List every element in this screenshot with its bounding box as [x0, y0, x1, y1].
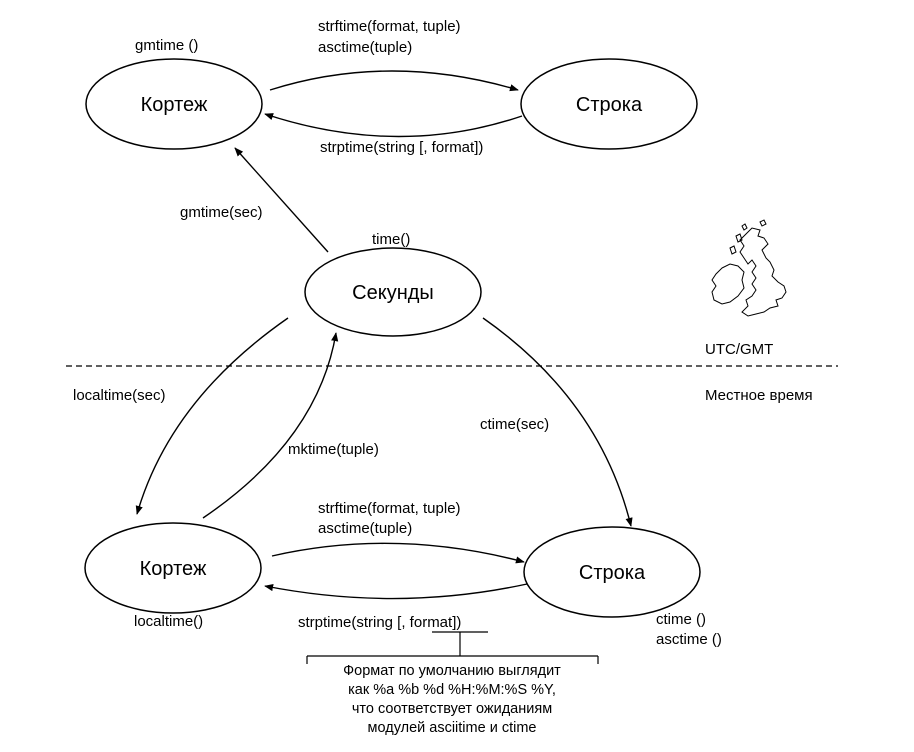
label-localtime-sec: localtime(sec): [73, 387, 166, 404]
node-utc-tuple: Кортеж: [85, 58, 263, 150]
arrow-utc-tuple-to-string: [269, 70, 519, 92]
arrow-utc-string-to-tuple: [264, 113, 523, 138]
format-callout-bracket: [306, 631, 599, 664]
label-gmtime-noarg: gmtime (): [135, 37, 198, 54]
note-line-3: что соответствует ожиданиям: [352, 701, 552, 717]
label-top-strptime: strptime(string [, format]): [320, 139, 483, 156]
label-local-time-zone: Местное время: [705, 387, 813, 404]
node-local-tuple: Кортеж: [84, 522, 262, 614]
label-bottom-strftime: strftime(format, tuple): [318, 500, 461, 517]
arrow-seconds-to-local-string: [482, 317, 633, 527]
node-local-string-label: Строка: [579, 562, 646, 584]
node-utc-string-label: Строка: [576, 94, 643, 116]
arrow-local-string-to-tuple: [264, 583, 528, 600]
default-format-note: Формат по умолчанию выглядит как %a %b %…: [343, 663, 561, 736]
node-local-string: Строка: [523, 526, 701, 618]
node-seconds-label: Секунды: [352, 282, 434, 304]
node-seconds: Секунды: [304, 247, 482, 337]
label-bottom-asctime: asctime(tuple): [318, 520, 412, 537]
label-top-asctime: asctime(tuple): [318, 39, 412, 56]
arrow-seconds-to-utc-tuple: [234, 147, 329, 253]
label-ctime-sec: ctime(sec): [480, 416, 549, 433]
label-ctime-noarg: ctime (): [656, 611, 706, 628]
label-asctime-noarg: asctime (): [656, 631, 722, 648]
note-line-4: модулей asciitime и ctime: [368, 720, 537, 736]
british-isles-map-icon: [711, 219, 787, 317]
arrow-local-tuple-to-string: [271, 542, 525, 564]
arrow-local-tuple-to-seconds: [202, 332, 339, 519]
label-utc-gmt: UTC/GMT: [705, 341, 773, 358]
label-localtime-noarg: localtime(): [134, 613, 203, 630]
node-local-tuple-label: Кортеж: [140, 558, 207, 580]
label-time-fn: time(): [372, 231, 410, 248]
node-utc-tuple-label: Кортеж: [141, 94, 208, 116]
node-utc-string: Строка: [520, 58, 698, 150]
label-bottom-strptime: strptime(string [, format]): [298, 614, 461, 631]
label-top-strftime: strftime(format, tuple): [318, 18, 461, 35]
note-line-2: как %a %b %d %H:%M:%S %Y,: [348, 682, 556, 698]
label-gmtime-sec: gmtime(sec): [180, 204, 263, 221]
arrow-seconds-to-local-tuple: [135, 317, 289, 515]
note-line-1: Формат по умолчанию выглядит: [343, 663, 561, 679]
label-mktime-tuple: mktime(tuple): [288, 441, 379, 458]
